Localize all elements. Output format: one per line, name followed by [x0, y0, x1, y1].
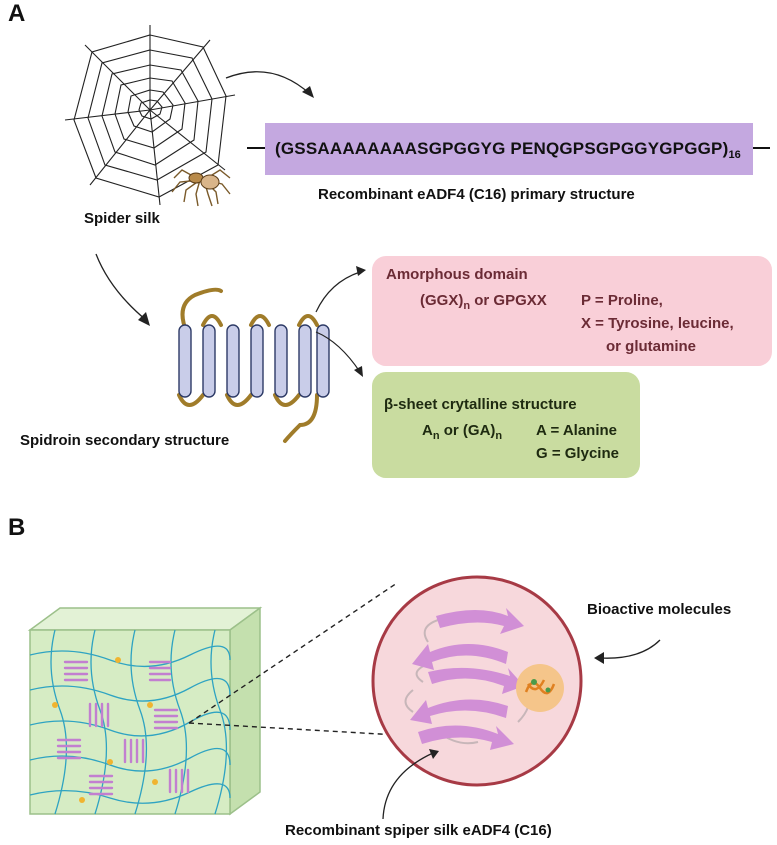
- arrow-to-bioactive: [594, 639, 661, 664]
- arrow-to-silk: [382, 749, 439, 820]
- beta-alanine-key: A = Alanine: [536, 422, 617, 439]
- arrow-to-sequence: [225, 71, 314, 98]
- amorphous-formula: (GGX)n or GPGXX: [420, 292, 547, 312]
- sequence-right-line: [746, 147, 770, 149]
- silk-zoom-circle: [371, 575, 583, 787]
- primary-structure-label: Recombinant eADF4 (C16) primary structur…: [318, 186, 635, 203]
- amorphous-x-key: X = Tyrosine, leucine,: [581, 315, 734, 332]
- amorphous-domain-title: Amorphous domain: [386, 266, 528, 283]
- amorphous-formula-rest: or GPGXX: [470, 292, 547, 309]
- secondary-structure-label: Spidroin secondary structure: [20, 432, 230, 449]
- sequence-subscript: 16: [728, 149, 741, 161]
- sequence-left-line: [247, 147, 271, 149]
- bioactive-molecules-label: Bioactive molecules: [587, 601, 732, 618]
- panel-b-letter: B: [8, 514, 26, 541]
- beta-sheet-title: β-sheet crytalline structure: [384, 396, 577, 413]
- spider-silk-label: Spider silk: [84, 210, 160, 227]
- beta-formula: An or (GA)n: [422, 422, 503, 442]
- sequence-text: (GSSAAAAAAAASGPGGYG PENQGPSGPGGYGPGGP): [275, 139, 729, 158]
- amorphous-formula-sub: n: [463, 300, 471, 312]
- amorphous-domain-box: Amorphous domain (GGX)n or GPGXX P = Pro…: [372, 256, 772, 366]
- sequence-box: (GSSAAAAAAAASGPGGYG PENQGPSGPGGYGPGGP)16: [265, 123, 753, 175]
- panel-a-letter: A: [8, 0, 26, 27]
- beta-formula-mid: or (GA): [439, 422, 496, 439]
- arrows-to-domain-boxes: [315, 266, 366, 377]
- recombinant-silk-label: Recombinant spiper silk eADF4 (C16): [285, 822, 552, 839]
- beta-formula-mid-sub: n: [495, 430, 503, 442]
- zoom-connector-lines: [188, 582, 398, 736]
- hydrogel-cube-illustration: [27, 606, 263, 816]
- beta-formula-a: A: [422, 422, 433, 439]
- amorphous-x-key-cont: or glutamine: [606, 338, 697, 355]
- beta-glycine-key: G = Glycine: [536, 445, 619, 462]
- spidroin-structure-illustration: [177, 287, 330, 443]
- arrow-to-spidroin: [95, 253, 150, 326]
- amorphous-proline-key: P = Proline,: [581, 292, 663, 309]
- spider-web-illustration: [64, 25, 236, 207]
- beta-formula-a-sub: n: [432, 430, 440, 442]
- amorphous-formula-main: (GGX): [420, 292, 464, 309]
- beta-sheet-box: β-sheet crytalline structure An or (GA)n…: [372, 372, 640, 478]
